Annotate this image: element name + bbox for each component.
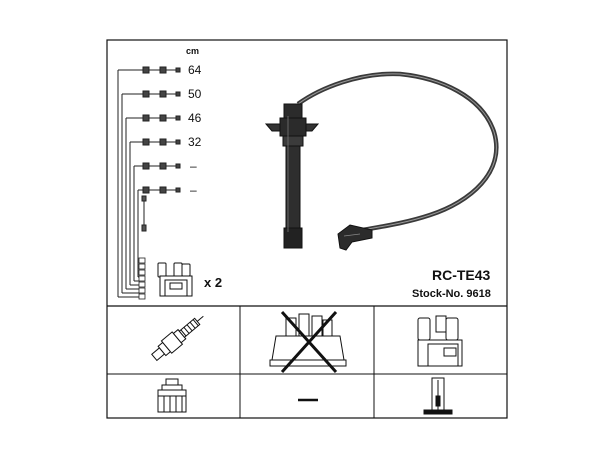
distributor-cap-crossed-icon xyxy=(269,310,347,374)
terminal-stack xyxy=(138,257,146,300)
length-unit-label: cm xyxy=(186,46,200,56)
spark-plug-icon xyxy=(151,315,204,362)
cable-connectors xyxy=(142,66,181,194)
coil-connector-icon xyxy=(423,377,453,415)
coil-boot xyxy=(337,224,373,251)
coil-lead xyxy=(141,195,147,232)
ignition-cable xyxy=(296,71,499,235)
diagram-frame xyxy=(106,39,508,419)
length-value-5: – xyxy=(190,159,197,173)
length-value-6: – xyxy=(190,183,197,197)
spark-plug-boot xyxy=(264,103,320,249)
length-value-1: 64 xyxy=(188,63,202,77)
ignition-coil-icon xyxy=(417,315,463,367)
plug-connector-icon xyxy=(157,378,187,413)
length-value-3: 46 xyxy=(188,111,202,125)
coil-quantity-label: x 2 xyxy=(204,275,223,290)
cable-length-ladder xyxy=(117,69,143,298)
ignition-coil-small xyxy=(157,262,193,297)
part-number-title: RC-TE43 xyxy=(432,267,491,283)
stock-number-label: Stock-No. 9618 xyxy=(412,288,491,300)
length-value-2: 50 xyxy=(188,87,202,101)
length-value-4: 32 xyxy=(188,135,202,149)
